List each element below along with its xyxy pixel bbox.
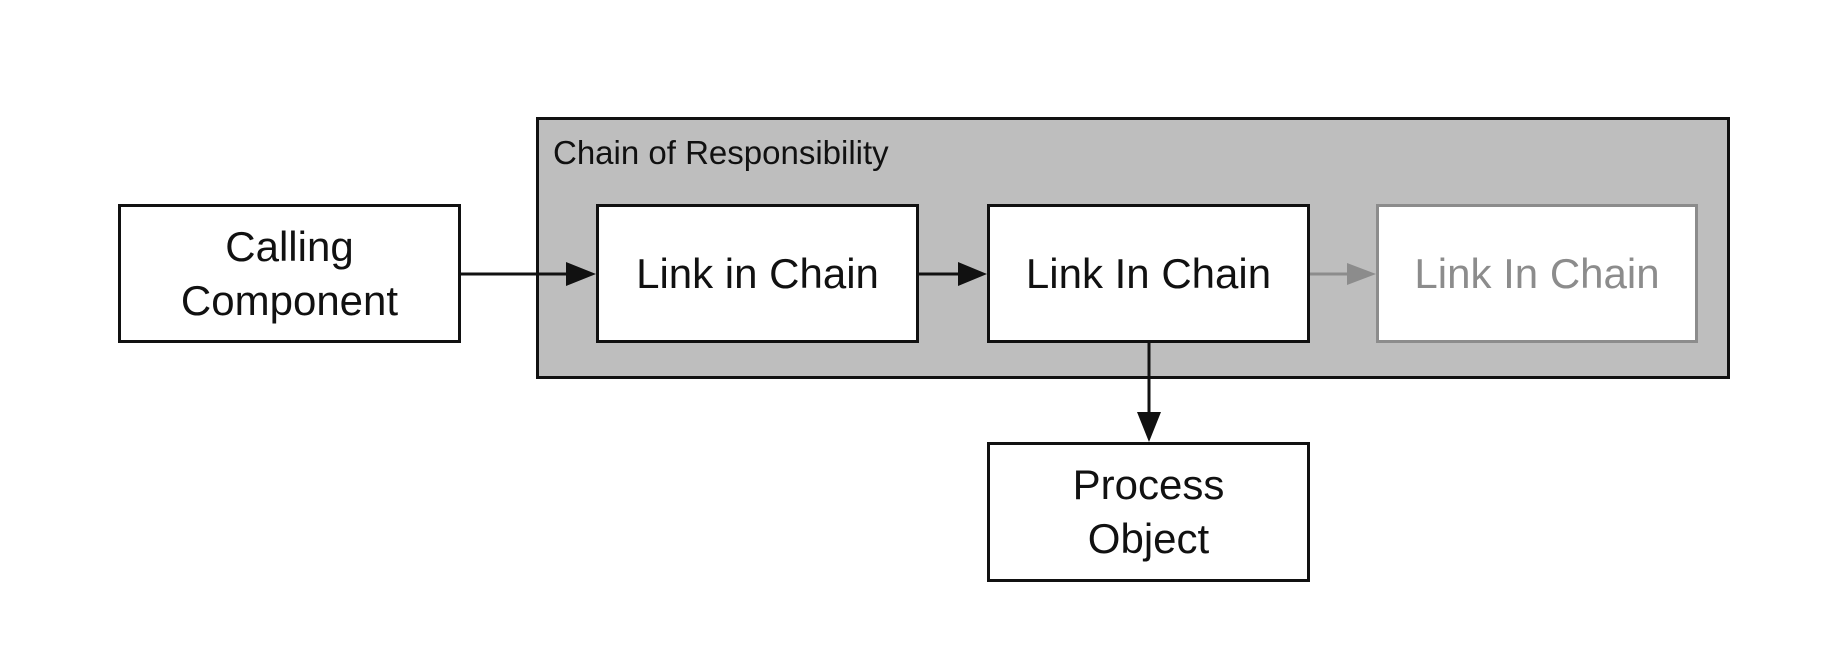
arrowhead-calling-to-link1	[566, 262, 596, 286]
process-object-label: Process Object	[1072, 461, 1225, 562]
process-object-node: Process Object	[987, 442, 1310, 582]
calling-component-node: Calling Component	[118, 204, 461, 343]
link-in-chain-node-1: Link in Chain	[596, 204, 919, 343]
link-in-chain-node-2: Link In Chain	[987, 204, 1310, 343]
link-in-chain-node-3: Link In Chain	[1376, 204, 1698, 343]
group-label: Chain of Responsibility	[553, 134, 889, 171]
link-in-chain-label-3: Link In Chain	[1414, 249, 1660, 297]
link-in-chain-label-1: Link in Chain	[636, 249, 879, 297]
arrowhead-link1-to-link2	[958, 262, 987, 286]
link-in-chain-label-2: Link In Chain	[1025, 249, 1272, 297]
arrowhead-link2-to-process	[1137, 412, 1161, 442]
calling-component-label: Calling Component	[180, 222, 399, 324]
arrowhead-link2-to-link3	[1347, 263, 1376, 285]
